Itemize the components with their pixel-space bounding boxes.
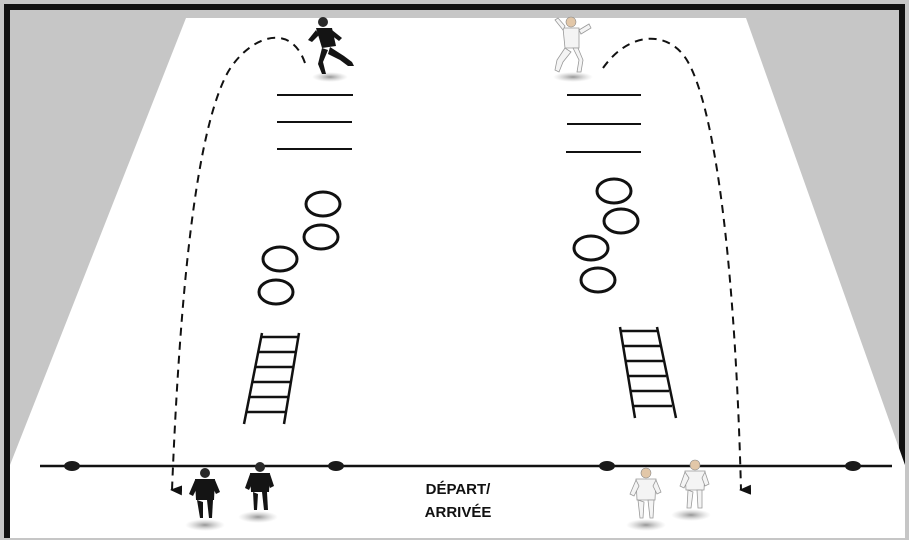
- right-return-path: [602, 37, 752, 495]
- player-light-running-icon: [671, 459, 711, 521]
- ring: [257, 278, 295, 306]
- start-finish-label-line1: DÉPART/: [426, 481, 492, 498]
- left-agility-ladder: [242, 332, 301, 425]
- right-agility-ladder: [618, 326, 678, 419]
- right-rings: [572, 177, 640, 294]
- cones: [64, 461, 861, 471]
- cone-icon: [64, 461, 80, 471]
- ring: [304, 190, 342, 218]
- player-light-running-icon: [626, 467, 666, 531]
- cone-icon: [845, 461, 861, 471]
- player-light-running-icon: [553, 16, 593, 82]
- player-dark-running-icon: [238, 462, 278, 523]
- cone-icon: [328, 461, 344, 471]
- ring: [302, 223, 340, 251]
- left-hurdle-lines: [277, 94, 353, 150]
- cone-icon: [599, 461, 615, 471]
- player-dark-running-icon: [308, 17, 354, 82]
- left-rings: [257, 190, 342, 306]
- left-return-path: [170, 36, 306, 496]
- ring: [602, 207, 640, 235]
- right-hurdle-lines: [566, 94, 641, 153]
- ring: [595, 177, 633, 205]
- ring: [572, 234, 610, 262]
- ring: [579, 266, 617, 294]
- start-finish-label-line2: ARRIVÉE: [425, 504, 492, 521]
- field-surface: [10, 18, 905, 538]
- ring: [261, 245, 299, 273]
- player-dark-running-icon: [185, 468, 225, 531]
